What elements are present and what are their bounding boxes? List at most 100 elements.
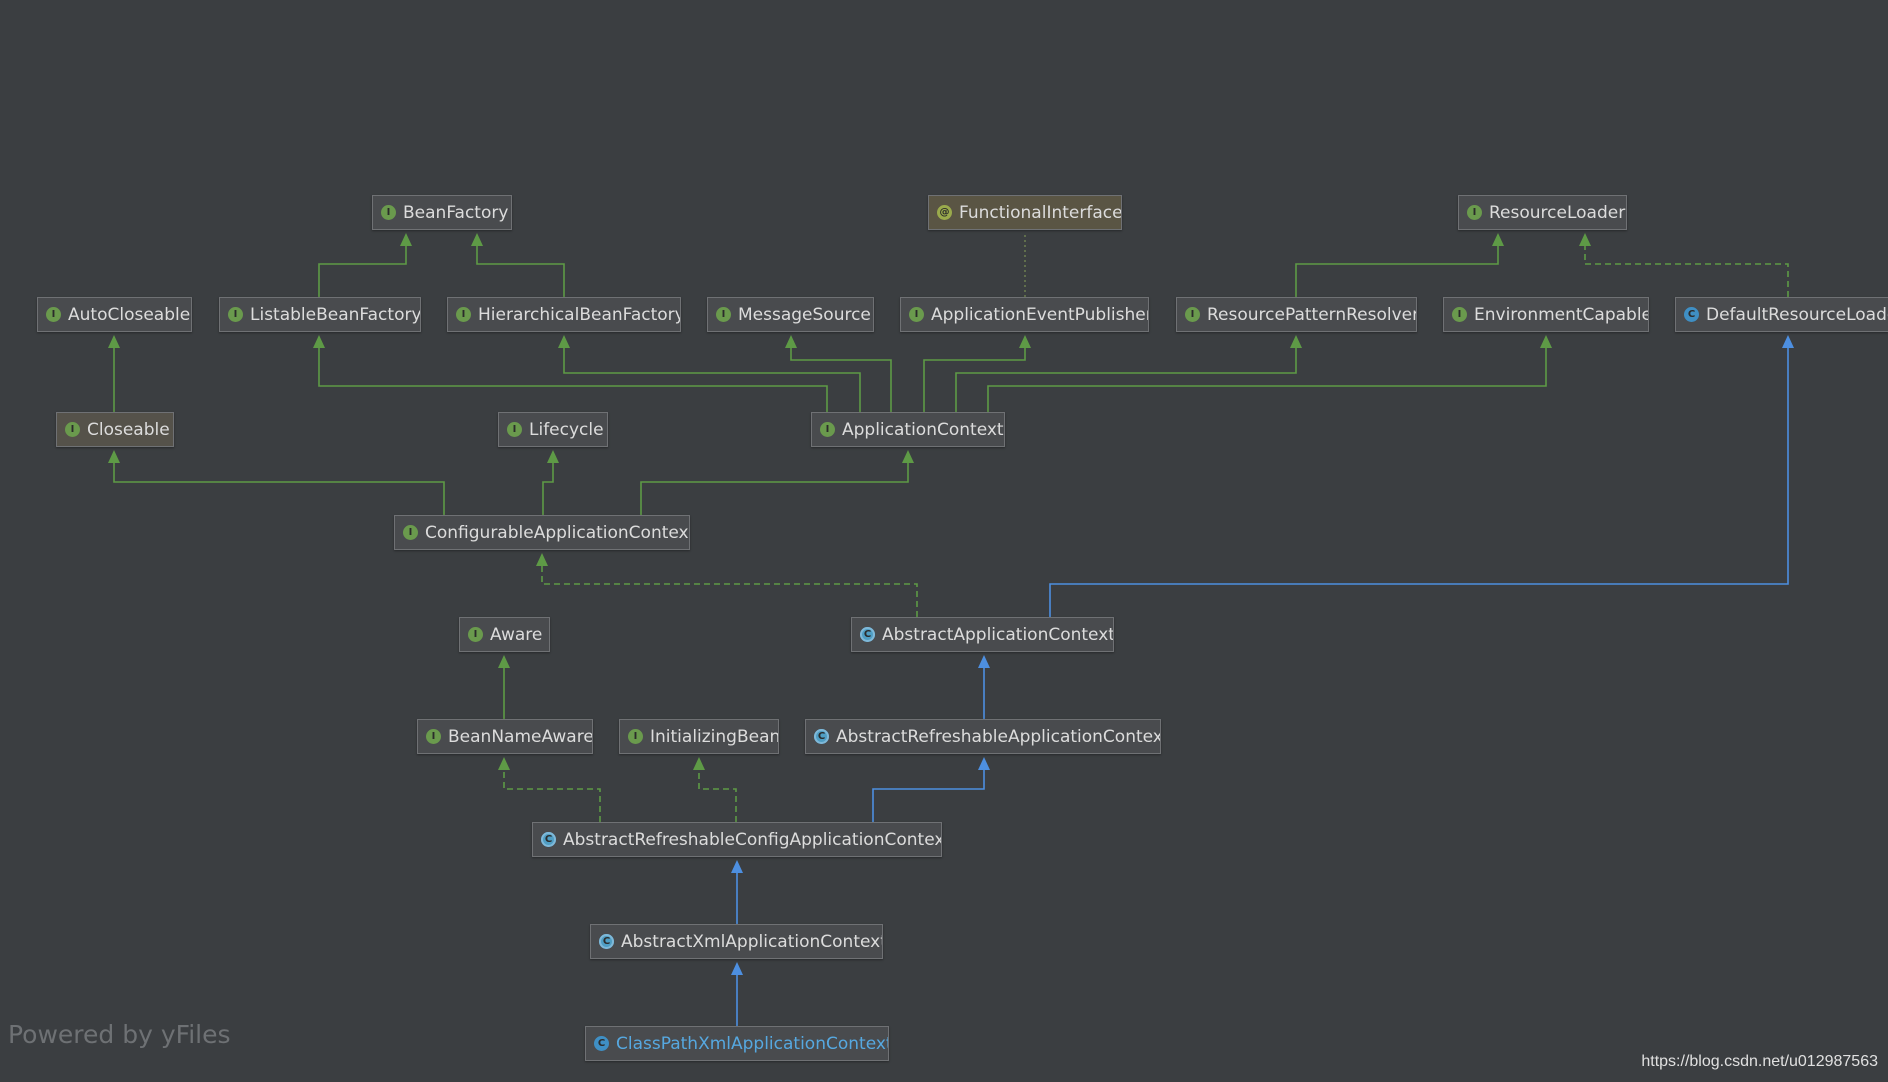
node-bean-factory[interactable]: I BeanFactory — [372, 195, 512, 230]
node-label: AbstractRefreshableConfigApplicationCont… — [563, 829, 942, 850]
node-label: Lifecycle — [529, 419, 604, 440]
edge-AbstractApplicationContext-to-ConfigurableApplicationContext — [541, 565, 918, 617]
edge-ConfigurableApplicationContext-to-Closeable — [113, 462, 445, 515]
abstract-class-icon: C — [860, 627, 875, 642]
node-label: ListableBeanFactory — [250, 304, 421, 325]
interface-icon: I — [1185, 307, 1200, 322]
interface-icon: I — [403, 525, 418, 540]
abstract-class-icon: C — [541, 832, 556, 847]
interface-icon: I — [628, 729, 643, 744]
interface-icon: I — [1452, 307, 1467, 322]
edge-ApplicationContext-to-EnvironmentCapable — [987, 347, 1547, 412]
interface-icon: I — [46, 307, 61, 322]
node-label: BeanFactory — [403, 202, 509, 223]
node-label: AbstractApplicationContext — [882, 624, 1114, 645]
node-hierarchical-bean-factory[interactable]: I HierarchicalBeanFactory — [447, 297, 681, 332]
edge-arrowhead-ConfigurableApplicationContext — [536, 553, 548, 566]
node-label: ApplicationEventPublisher — [931, 304, 1149, 325]
interface-icon: I — [456, 307, 471, 322]
node-label: ApplicationContext — [842, 419, 1004, 440]
node-closeable[interactable]: I Closeable — [56, 412, 174, 447]
edge-AbstractRefreshableConfigApplicationContext-to-AbstractRefreshableApplicationContext — [872, 769, 985, 822]
node-aware[interactable]: I Aware — [459, 617, 550, 652]
node-label: EnvironmentCapable — [1474, 304, 1649, 325]
node-resource-loader[interactable]: I ResourceLoader — [1458, 195, 1627, 230]
edge-AbstractRefreshableConfigApplicationContext-to-BeanNameAware — [503, 769, 601, 822]
edge-AbstractRefreshableConfigApplicationContext-to-InitializingBean — [698, 769, 737, 822]
edge-ApplicationContext-to-ListableBeanFactory — [318, 347, 828, 412]
interface-icon: I — [909, 307, 924, 322]
node-label: ResourcePatternResolver — [1207, 304, 1417, 325]
node-listable-bean-factory[interactable]: I ListableBeanFactory — [219, 297, 421, 332]
edge-ApplicationContext-to-MessageSource — [790, 347, 892, 412]
interface-icon: I — [65, 422, 80, 437]
node-message-source[interactable]: I MessageSource — [707, 297, 874, 332]
powered-by-yfiles: Powered by yFiles — [8, 1020, 231, 1049]
class-icon: C — [1684, 307, 1699, 322]
edge-arrowhead-ResourcePatternResolver — [1290, 335, 1302, 348]
edge-arrowhead-AbstractXmlApplicationContext — [731, 962, 743, 975]
node-default-resource-loader[interactable]: C DefaultResourceLoader — [1675, 297, 1888, 332]
edge-arrowhead-AutoCloseable — [108, 335, 120, 348]
node-configurable-application-context[interactable]: I ConfigurableApplicationContext — [394, 515, 690, 550]
edge-ConfigurableApplicationContext-to-ApplicationContext — [640, 462, 909, 515]
edge-ApplicationContext-to-HierarchicalBeanFactory — [563, 347, 861, 412]
interface-icon: I — [507, 422, 522, 437]
node-application-event-publisher[interactable]: I ApplicationEventPublisher — [900, 297, 1149, 332]
node-label: MessageSource — [738, 304, 871, 325]
edge-arrowhead-BeanFactory — [400, 233, 412, 246]
source-url: https://blog.csdn.net/u012987563 — [1641, 1053, 1878, 1070]
interface-icon: I — [820, 422, 835, 437]
abstract-class-icon: C — [814, 729, 829, 744]
node-label: FunctionalInterface — [959, 202, 1122, 223]
edge-arrowhead-AbstractRefreshableConfigApplicationContext — [731, 860, 743, 873]
edge-ConfigurableApplicationContext-to-Lifecycle — [542, 462, 554, 515]
node-abstract-refreshable-config-application-context[interactable]: C AbstractRefreshableConfigApplicationCo… — [532, 822, 942, 857]
edge-arrowhead-ApplicationEventPublisher — [1019, 335, 1031, 348]
edge-arrowhead-AbstractRefreshableApplicationContext — [978, 757, 990, 770]
interface-icon: I — [468, 627, 483, 642]
edge-ApplicationContext-to-ApplicationEventPublisher — [923, 347, 1026, 412]
node-abstract-refreshable-application-context[interactable]: C AbstractRefreshableApplicationContext — [805, 719, 1161, 754]
annotation-icon: @ — [937, 205, 952, 220]
node-label: InitializingBean — [650, 726, 779, 747]
edge-arrowhead-Aware — [498, 655, 510, 668]
edge-arrowhead-Lifecycle — [547, 450, 559, 463]
edge-ApplicationContext-to-ResourcePatternResolver — [955, 347, 1297, 412]
node-application-context[interactable]: I ApplicationContext — [811, 412, 1005, 447]
node-abstract-application-context[interactable]: C AbstractApplicationContext — [851, 617, 1114, 652]
node-label: ClassPathXmlApplicationContext — [616, 1033, 889, 1054]
node-lifecycle[interactable]: I Lifecycle — [498, 412, 608, 447]
node-label: AbstractRefreshableApplicationContext — [836, 726, 1161, 747]
edge-arrowhead-BeanFactory — [471, 233, 483, 246]
node-resource-pattern-resolver[interactable]: I ResourcePatternResolver — [1176, 297, 1417, 332]
edge-arrowhead-ApplicationContext — [902, 450, 914, 463]
node-bean-name-aware[interactable]: I BeanNameAware — [417, 719, 593, 754]
edge-arrowhead-ResourceLoader — [1579, 233, 1591, 246]
node-label: ConfigurableApplicationContext — [425, 522, 690, 543]
node-label: BeanNameAware — [448, 726, 593, 747]
node-environment-capable[interactable]: I EnvironmentCapable — [1443, 297, 1649, 332]
interface-icon: I — [716, 307, 731, 322]
node-initializing-bean[interactable]: I InitializingBean — [619, 719, 779, 754]
node-class-path-xml-application-context[interactable]: C ClassPathXmlApplicationContext — [585, 1026, 889, 1061]
node-label: ResourceLoader — [1489, 202, 1626, 223]
node-functional-interface[interactable]: @ FunctionalInterface — [928, 195, 1122, 230]
interface-icon: I — [426, 729, 441, 744]
node-abstract-xml-application-context[interactable]: C AbstractXmlApplicationContext — [590, 924, 883, 959]
edge-arrowhead-EnvironmentCapable — [1540, 335, 1552, 348]
abstract-class-icon: C — [599, 934, 614, 949]
node-label: DefaultResourceLoader — [1706, 304, 1888, 325]
node-auto-closeable[interactable]: I AutoCloseable — [37, 297, 192, 332]
node-label: Aware — [490, 624, 543, 645]
edge-arrowhead-HierarchicalBeanFactory — [558, 335, 570, 348]
edge-AbstractApplicationContext-to-DefaultResourceLoader — [1049, 347, 1789, 617]
node-label: Closeable — [87, 419, 170, 440]
node-label: HierarchicalBeanFactory — [478, 304, 681, 325]
edge-arrowhead-InitializingBean — [693, 757, 705, 770]
edge-DefaultResourceLoader-to-ResourceLoader — [1584, 245, 1789, 297]
edge-arrowhead-BeanNameAware — [498, 757, 510, 770]
node-label: AutoCloseable — [68, 304, 191, 325]
edge-ListableBeanFactory-to-BeanFactory — [318, 245, 407, 297]
